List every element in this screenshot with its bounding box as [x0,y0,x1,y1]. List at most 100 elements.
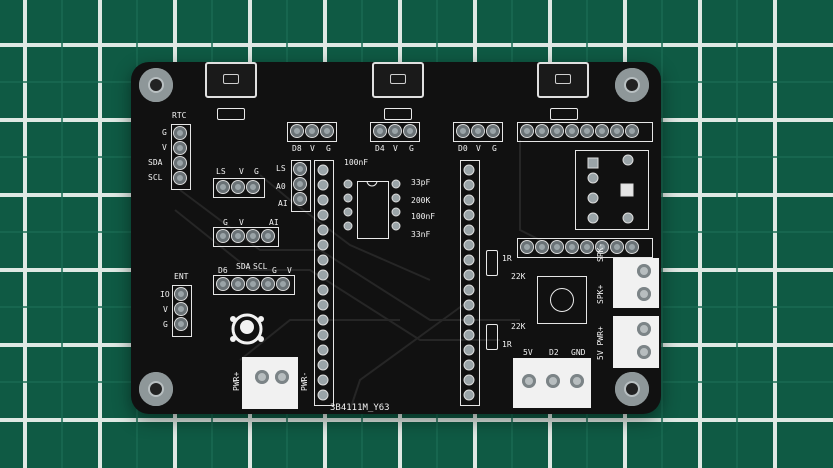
pin-rm-5 [581,241,593,253]
mounting-hole-bottom-left [139,372,173,406]
resistor-top-middle [384,108,412,120]
pin-rm-1 [521,241,533,253]
label-rtc-g: G [162,128,167,137]
pin-rm-8 [626,241,638,253]
pin-tr-1 [521,125,533,137]
label-d6: D6 [218,266,228,275]
label-res-200k: 200K [411,196,431,205]
resistor-top-right [550,108,578,120]
label-power-5v: 5V [523,348,533,357]
label-rtc-scl: SCL [148,173,163,182]
terminal-spk [613,258,659,308]
label-res-1r-b: 1R [502,340,512,349]
label-ent-v: V [163,305,168,314]
header-d6-pins [217,278,289,290]
label-rtc-sda: SDA [148,158,163,167]
pot-footprint [537,276,587,324]
header-d8-pins [291,125,333,137]
label-res-1r: 1R [502,254,512,263]
pin-lsv-2 [294,178,306,190]
header-d4 [370,122,420,142]
pin-tr-6 [596,125,608,137]
label-d4-g: G [409,144,414,153]
pin-d6-1 [217,278,229,290]
pin-rtc-2 [174,142,186,154]
screw-spk-2 [637,287,651,301]
label-ls-b: LS [276,164,286,173]
label-ls-v: V [239,167,244,176]
label-d8-g: G [326,144,331,153]
mounting-hole-top-right [615,68,649,102]
header-ai-pins [217,230,274,242]
label-ai-row-v: V [239,218,244,227]
pin-ls-3 [247,181,259,193]
label-sda: SDA [236,262,251,271]
pin-d4-3 [404,125,416,137]
label-rtc: RTC [172,111,187,120]
pin-d6-4 [262,278,274,290]
pin-ai-2 [232,230,244,242]
pin-ai-4 [262,230,274,242]
terminal-pwr-right [613,316,659,368]
header-mcu-right [460,160,480,406]
pin-rm-4 [566,241,578,253]
pin-d0-1 [457,125,469,137]
label-a0: A0 [276,182,286,191]
pin-tr-3 [551,125,563,137]
header-top-right [517,122,653,142]
pin-tr-7 [611,125,623,137]
pin-d4-2 [389,125,401,137]
pin-rm-6 [596,241,608,253]
pin-d0-2 [472,125,484,137]
label-d8: D8 [292,144,302,153]
label-power-gnd: GND [571,348,586,357]
pin-rm-7 [611,241,623,253]
pin-ent-1 [175,288,187,300]
label-cap-33nf: 33nF [411,230,431,239]
pin-ent-3 [175,318,187,330]
pin-d4-1 [374,125,386,137]
header-right-middle-pins [521,241,638,253]
header-ent [172,285,192,337]
screw-power-1 [522,374,536,388]
header-ai [213,227,279,247]
header-d8 [287,122,337,142]
header-d6 [213,275,295,295]
label-ai-row-ai: AI [269,218,279,227]
header-ls-pins [217,181,259,193]
header-mcu-left [314,160,334,406]
mounting-hole-bottom-right [615,372,649,406]
label-d0-v: V [476,144,481,153]
pin-d8-3 [321,125,333,137]
top-button-right [537,62,589,98]
pin-d8-2 [306,125,318,137]
label-ent-g: G [163,320,168,329]
screw-pwr-left-2 [275,370,289,384]
label-d6-v: V [287,266,292,275]
pin-ent-2 [175,303,187,315]
pin-lsv-3 [294,193,306,205]
screw-spk-1 [637,264,651,278]
label-res-22k-a: 22K [511,272,526,281]
label-cap-100nf-top: 100nF [344,158,369,167]
pin-rtc-1 [174,127,186,139]
pin-rm-2 [536,241,548,253]
label-ent-io: IO [160,290,170,299]
screw-power-2 [546,374,560,388]
pin-ai-3 [247,230,259,242]
header-d4-pins [374,125,416,137]
label-d6-g: G [272,266,277,275]
label-d0: D0 [458,144,468,153]
sd-module-footprint [575,150,649,230]
pin-tr-5 [581,125,593,137]
label-res-22k-b: 22K [511,322,526,331]
label-d8-v: V [310,144,315,153]
label-cap-100nf: 100nF [411,212,436,221]
label-board-code: 3B4111M_Y63 [330,403,390,413]
pin-ai-1 [217,230,229,242]
resistor-1r-b [486,324,498,350]
